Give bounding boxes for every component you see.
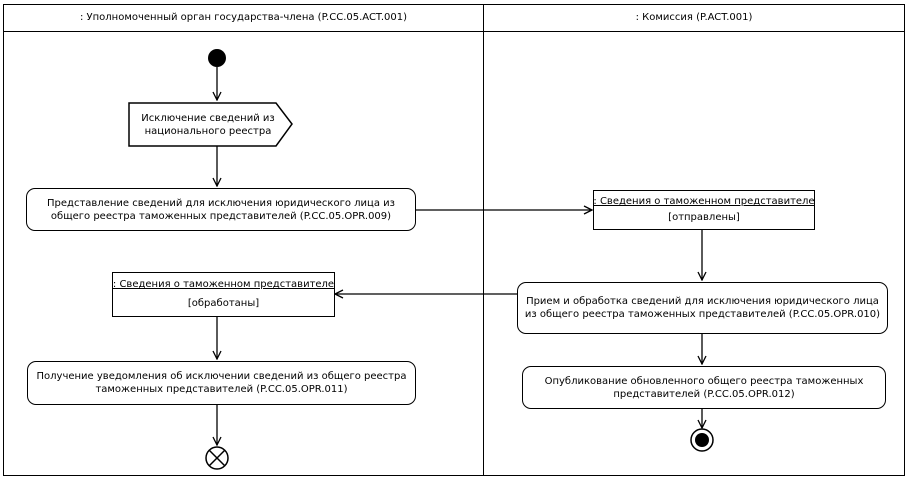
send-signal-shape (128, 102, 293, 147)
send-signal-exclusion: Исключение сведений из национального рее… (141, 113, 275, 137)
object-state: [отправлены] (668, 212, 740, 223)
swimlane-commission (483, 4, 905, 476)
object-name: : Сведения о таможенном представителе (112, 279, 335, 291)
swimlane-authority-title: : Уполномоченный орган государства-члена… (3, 4, 484, 32)
flow-final-node (205, 446, 229, 470)
action-receive-notification: Получение уведомления об исключении свед… (27, 361, 416, 405)
activity-final-node (690, 428, 714, 452)
swimlane-commission-title: : Комиссия (P.ACT.001) (483, 4, 905, 32)
action-submit-exclusion: Представление сведений для исключения юр… (26, 188, 416, 231)
object-state: [обработаны] (187, 297, 260, 309)
object-name: : Сведения о таможенном представителе (593, 196, 815, 207)
object-rep-info-processed: : Сведения о таможенном представителе [о… (112, 272, 335, 317)
action-receive-process: Прием и обработка сведений для исключени… (517, 282, 888, 334)
object-rep-info-sent: : Сведения о таможенном представителе [о… (593, 190, 815, 230)
initial-node (208, 49, 226, 67)
action-publish-registry: Опубликование обновленного общего реестр… (522, 366, 886, 409)
